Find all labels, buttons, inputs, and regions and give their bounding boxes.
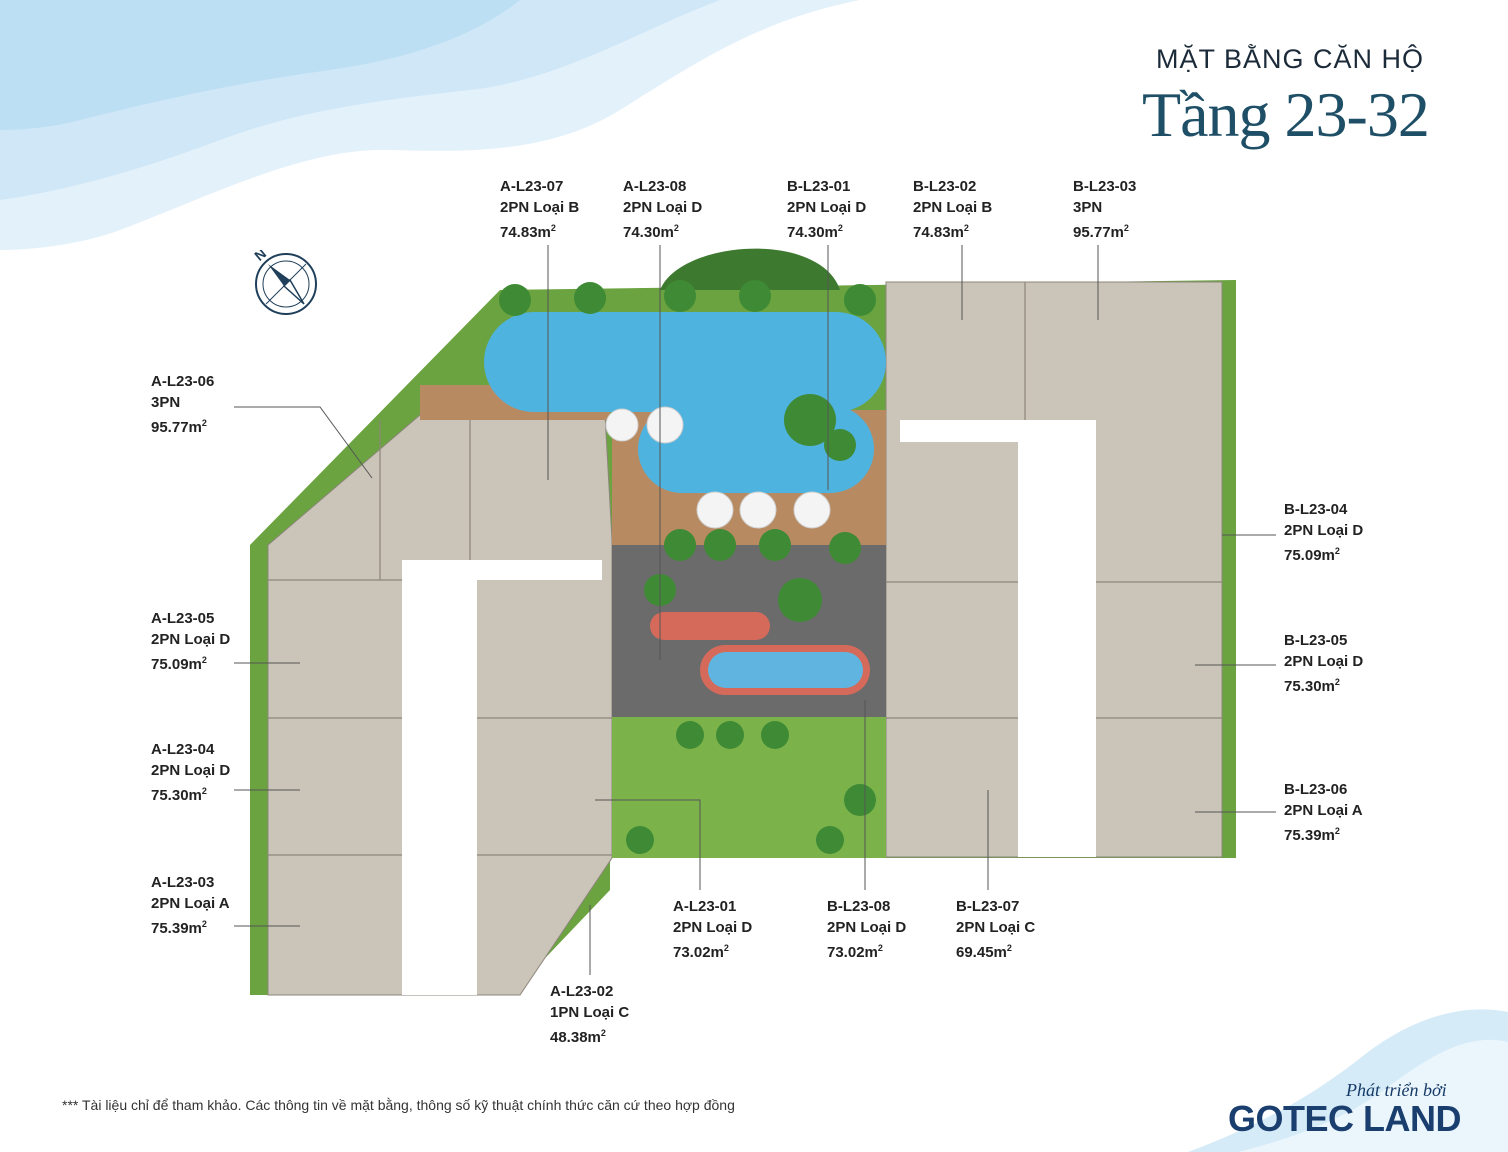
corridor-b [1018,420,1096,857]
disclaimer-note: *** Tài liệu chỉ để tham khảo. Các thông… [62,1097,735,1113]
developer-logo: GOTEC LAND [1228,1098,1462,1139]
tree-cluster [660,248,840,290]
wave-decoration-top [0,0,860,250]
page-title: Tầng 23-32 [1142,79,1430,150]
corridor-a [402,560,477,995]
compass-icon: N [254,250,317,315]
developer-prefix: Phát triển bởi [1346,1080,1447,1100]
pool-main [484,312,886,412]
compass-letter: N [254,250,269,264]
page-subtitle: MẶT BẰNG CĂN HỘ [1156,44,1425,74]
wave-decoration-bottom [1188,1009,1508,1152]
